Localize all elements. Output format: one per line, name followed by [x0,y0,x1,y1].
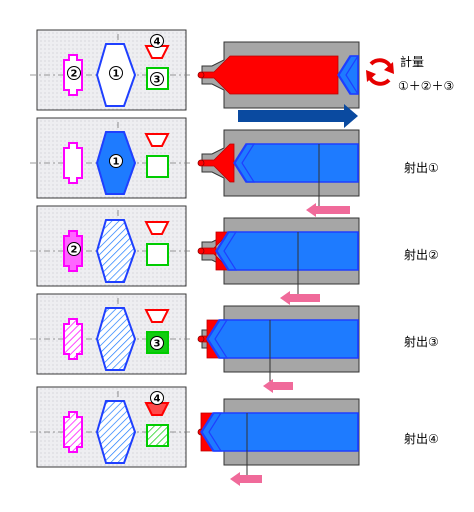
part-number-2: 2 [71,69,78,80]
melt-red [201,143,235,183]
cavity-2 [63,318,83,360]
stage-label-1: 射出① [404,160,439,175]
melt-red [201,55,339,95]
nozzle-tip [197,71,205,79]
screw-tip [201,412,223,452]
cavity-3 [146,155,169,178]
screw-tip [216,231,238,271]
stage-4: 3 [30,293,360,393]
part-number-1: 1 [113,157,120,168]
screw-tip [338,55,360,95]
stage-3: 2 [30,205,360,305]
screw-tip [207,319,229,359]
stage-label-4: 射出④ [404,431,439,446]
metering-label: 計量 [400,54,424,69]
process-stages: 2 1 4 3 1 2 3 4 [30,29,360,486]
screw-advance-arrow-icon [238,104,358,128]
stage-label-2: 射出② [404,247,439,262]
metering-formula: ①＋②＋③ [398,79,454,93]
part-number-2: 2 [71,245,78,256]
cavity-1 [95,219,137,283]
screw [215,231,359,271]
nozzle-tip [197,335,205,343]
retract-arrow-icon [280,291,320,305]
cavity-4 [144,309,170,323]
screw-tip [234,143,256,183]
retract-arrow-icon [306,203,350,217]
part-number-2-circle [67,242,81,256]
cavity-1 [95,307,137,371]
part-number-4-circle [150,34,164,48]
part-number-3-circle [150,72,164,86]
part-number-2-circle [67,66,81,80]
stage-2: 1 [30,117,360,217]
part-number-4-circle [150,391,164,405]
screw [200,412,359,452]
cavity-2 [63,411,83,453]
cavity-4 [144,221,170,235]
part-number-1-circle [109,66,123,80]
cavity-1 [95,400,137,464]
part-number-4: 4 [154,394,161,405]
cavity-3 [146,243,169,266]
rotation-arrow-icon [366,58,394,86]
cavity-3 [146,424,169,447]
part-number-3-circle [150,336,164,350]
part-number-1-circle [109,154,123,168]
nozzle-tip [197,159,205,167]
nozzle-tip [197,247,205,255]
cavity-4 [144,133,170,147]
retract-arrow-icon [263,379,293,393]
stage-label-3: 射出③ [404,334,439,349]
part-number-3: 3 [154,75,161,86]
retract-arrow-icon [230,472,262,486]
screw [206,319,359,359]
stage-1: 2 1 4 3 [30,29,360,111]
metering-annotation: 計量 ①＋②＋③ [366,54,454,93]
part-number-3: 3 [154,339,161,350]
part-number-1: 1 [113,69,120,80]
cavity-2 [63,142,83,184]
screw [233,143,359,183]
part-number-4: 4 [154,37,161,48]
stage-5: 4 [30,386,360,486]
